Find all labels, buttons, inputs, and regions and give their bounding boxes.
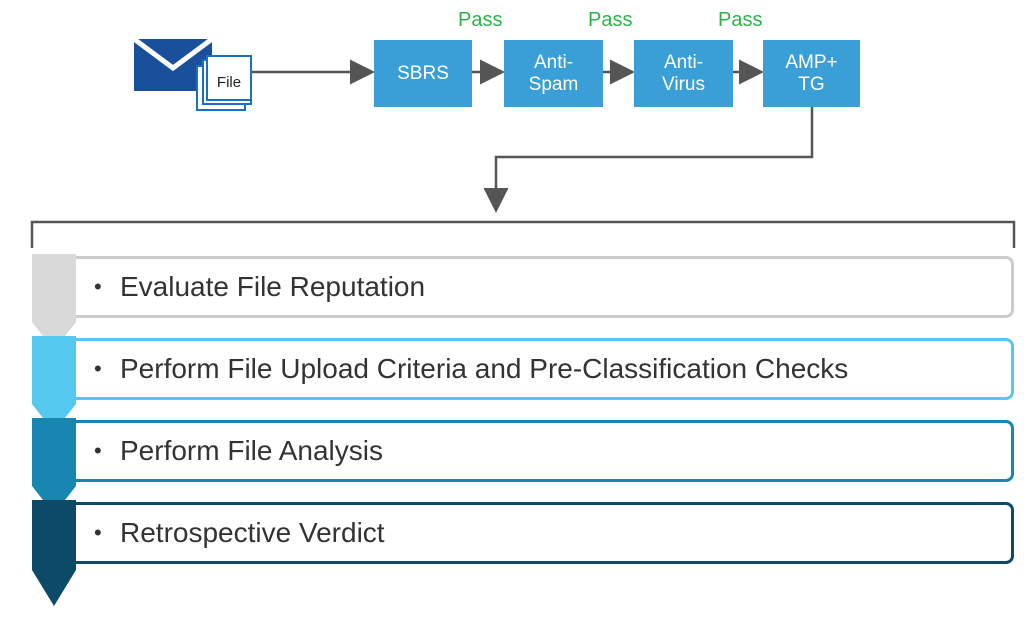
file-label: File — [216, 74, 242, 91]
arrow-amp-to-steps — [483, 107, 814, 213]
bullet: • — [94, 356, 102, 381]
step-label-2: Perform File Upload Criteria and Pre-Cla… — [120, 353, 849, 384]
step-row-4: • Retrospective Verdict — [76, 502, 1014, 564]
chevron-step-2 — [32, 336, 76, 432]
stage-sbrs-label: SBRS — [397, 62, 449, 84]
chevron-step-1 — [32, 254, 76, 350]
steps-bracket — [30, 220, 1016, 248]
stage-amp-tg-label: AMP+ TG — [785, 51, 838, 95]
pass-label-antispam: Pass — [458, 9, 503, 31]
step-row-1: • Evaluate File Reputation — [76, 256, 1014, 318]
stage-sbrs: SBRS — [374, 40, 472, 107]
pass-label-amp: Pass — [718, 9, 763, 31]
bullet: • — [94, 438, 102, 463]
stage-antivirus-label: Anti- Virus — [662, 51, 705, 95]
stage-antivirus: Anti- Virus — [634, 40, 733, 107]
step-label-4: Retrospective Verdict — [120, 517, 385, 548]
step-label-1: Evaluate File Reputation — [120, 271, 426, 302]
bullet: • — [94, 520, 102, 545]
step-row-2: • Perform File Upload Criteria and Pre-C… — [76, 338, 1014, 400]
stage-amp-tg: AMP+ TG — [763, 40, 860, 107]
step-label-3: Perform File Analysis — [120, 435, 383, 466]
chevron-step-4 — [32, 500, 76, 606]
bullet: • — [94, 274, 102, 299]
email-with-file-icon — [133, 38, 252, 111]
stage-antispam: Anti- Spam — [504, 40, 603, 107]
step-row-3: • Perform File Analysis — [76, 420, 1014, 482]
pass-label-antivirus: Pass — [588, 9, 633, 31]
chevron-step-3 — [32, 418, 76, 514]
stage-antispam-label: Anti- Spam — [528, 51, 579, 95]
